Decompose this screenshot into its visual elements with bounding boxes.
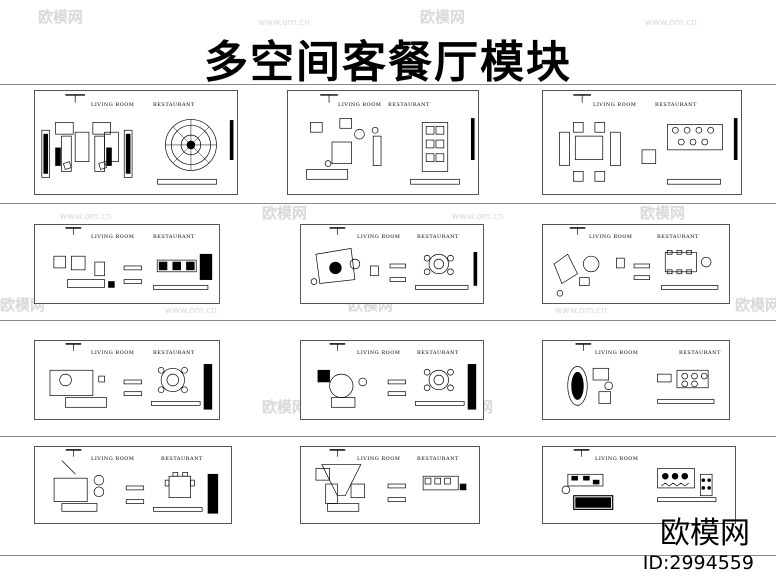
restaurant-label: RESTAURANT xyxy=(388,102,430,108)
floor-plan-panel-4: LIVING ROOM RESTAURANT xyxy=(34,224,220,304)
floor-plan-drawing xyxy=(53,449,219,514)
watermark-url: www.om.cn xyxy=(452,212,504,222)
living-room-label: LIVING ROOM xyxy=(357,350,401,356)
row-divider xyxy=(0,203,776,204)
living-room-label: LIVING ROOM xyxy=(595,456,639,462)
restaurant-label: RESTAURANT xyxy=(417,456,459,462)
floor-plan-panel-12: LIVING ROOM xyxy=(542,446,736,524)
living-room-label: LIVING ROOM xyxy=(593,102,637,108)
page-title: 多空间客餐厅模块 xyxy=(204,37,572,88)
watermark: 欧模网 xyxy=(640,204,686,222)
floor-plan-panel-7: LIVING ROOM RESTAURANT xyxy=(34,340,220,420)
living-room-label: LIVING ROOM xyxy=(91,350,135,356)
restaurant-label: RESTAURANT xyxy=(657,234,699,240)
restaurant-label: RESTAURANT xyxy=(153,102,195,108)
row-divider xyxy=(0,320,776,321)
living-room-label: LIVING ROOM xyxy=(589,234,633,240)
row-divider xyxy=(0,436,776,437)
floor-plan-panel-3: LIVING ROOM RESTAURANT xyxy=(542,90,742,195)
restaurant-label: RESTAURANT xyxy=(417,350,459,356)
floor-plan-drawing xyxy=(49,343,213,410)
brand-id: ID:2994559 xyxy=(642,552,754,574)
row-divider xyxy=(0,555,776,556)
row-divider xyxy=(0,84,776,85)
floor-plan-panel-10: LIVING ROOM RESTAURANT xyxy=(34,446,232,524)
living-room-label: LIVING ROOM xyxy=(91,234,135,240)
floor-plan-panel-6: LIVING ROOM RESTAURANT xyxy=(542,224,730,304)
living-room-label: LIVING ROOM xyxy=(91,456,135,462)
brand-logo-text: 欧模网 xyxy=(660,516,750,551)
restaurant-label: RESTAURANT xyxy=(161,456,203,462)
floor-plan-drawing xyxy=(567,343,715,406)
living-room-label: LIVING ROOM xyxy=(338,102,382,108)
living-room-label: LIVING ROOM xyxy=(357,456,401,462)
living-room-label: LIVING ROOM xyxy=(91,102,135,108)
floor-plan-drawing xyxy=(310,227,478,290)
restaurant-label: RESTAURANT xyxy=(679,350,721,356)
floor-plan-drawing xyxy=(559,94,738,185)
watermark-url: www.om.cn xyxy=(60,212,112,222)
floor-plan-drawing xyxy=(561,449,717,510)
floor-plan-drawing xyxy=(317,343,477,410)
living-room-label: LIVING ROOM xyxy=(595,350,639,356)
watermark: 欧模网 xyxy=(262,204,308,222)
watermark: 欧模网 xyxy=(38,8,84,26)
restaurant-label: RESTAURANT xyxy=(153,350,195,356)
floor-plan-panel-5: LIVING ROOM RESTAURANT xyxy=(300,224,484,304)
living-room-label: LIVING ROOM xyxy=(357,234,401,240)
restaurant-label: RESTAURANT xyxy=(417,234,459,240)
floor-plan-drawing xyxy=(53,227,213,290)
restaurant-label: RESTAURANT xyxy=(655,102,697,108)
floor-plan-panel-11: LIVING ROOM RESTAURANT xyxy=(300,446,480,524)
floor-plan-drawing xyxy=(553,227,719,297)
floor-plan-drawing xyxy=(41,94,234,185)
watermark: 欧模网 xyxy=(735,296,776,314)
floor-plan-drawing xyxy=(315,449,467,512)
floor-plan-panel-1: LIVING ROOM RESTAURANT xyxy=(34,90,238,195)
floor-plan-panel-8: LIVING ROOM RESTAURANT xyxy=(300,340,484,420)
watermark: 欧模网 xyxy=(420,8,466,26)
floor-plan-panel-9: LIVING ROOM RESTAURANT xyxy=(542,340,730,420)
floor-plan-drawing xyxy=(306,94,475,185)
restaurant-label: RESTAURANT xyxy=(153,234,195,240)
floor-plan-panel-2: LIVING ROOM RESTAURANT xyxy=(287,90,479,195)
